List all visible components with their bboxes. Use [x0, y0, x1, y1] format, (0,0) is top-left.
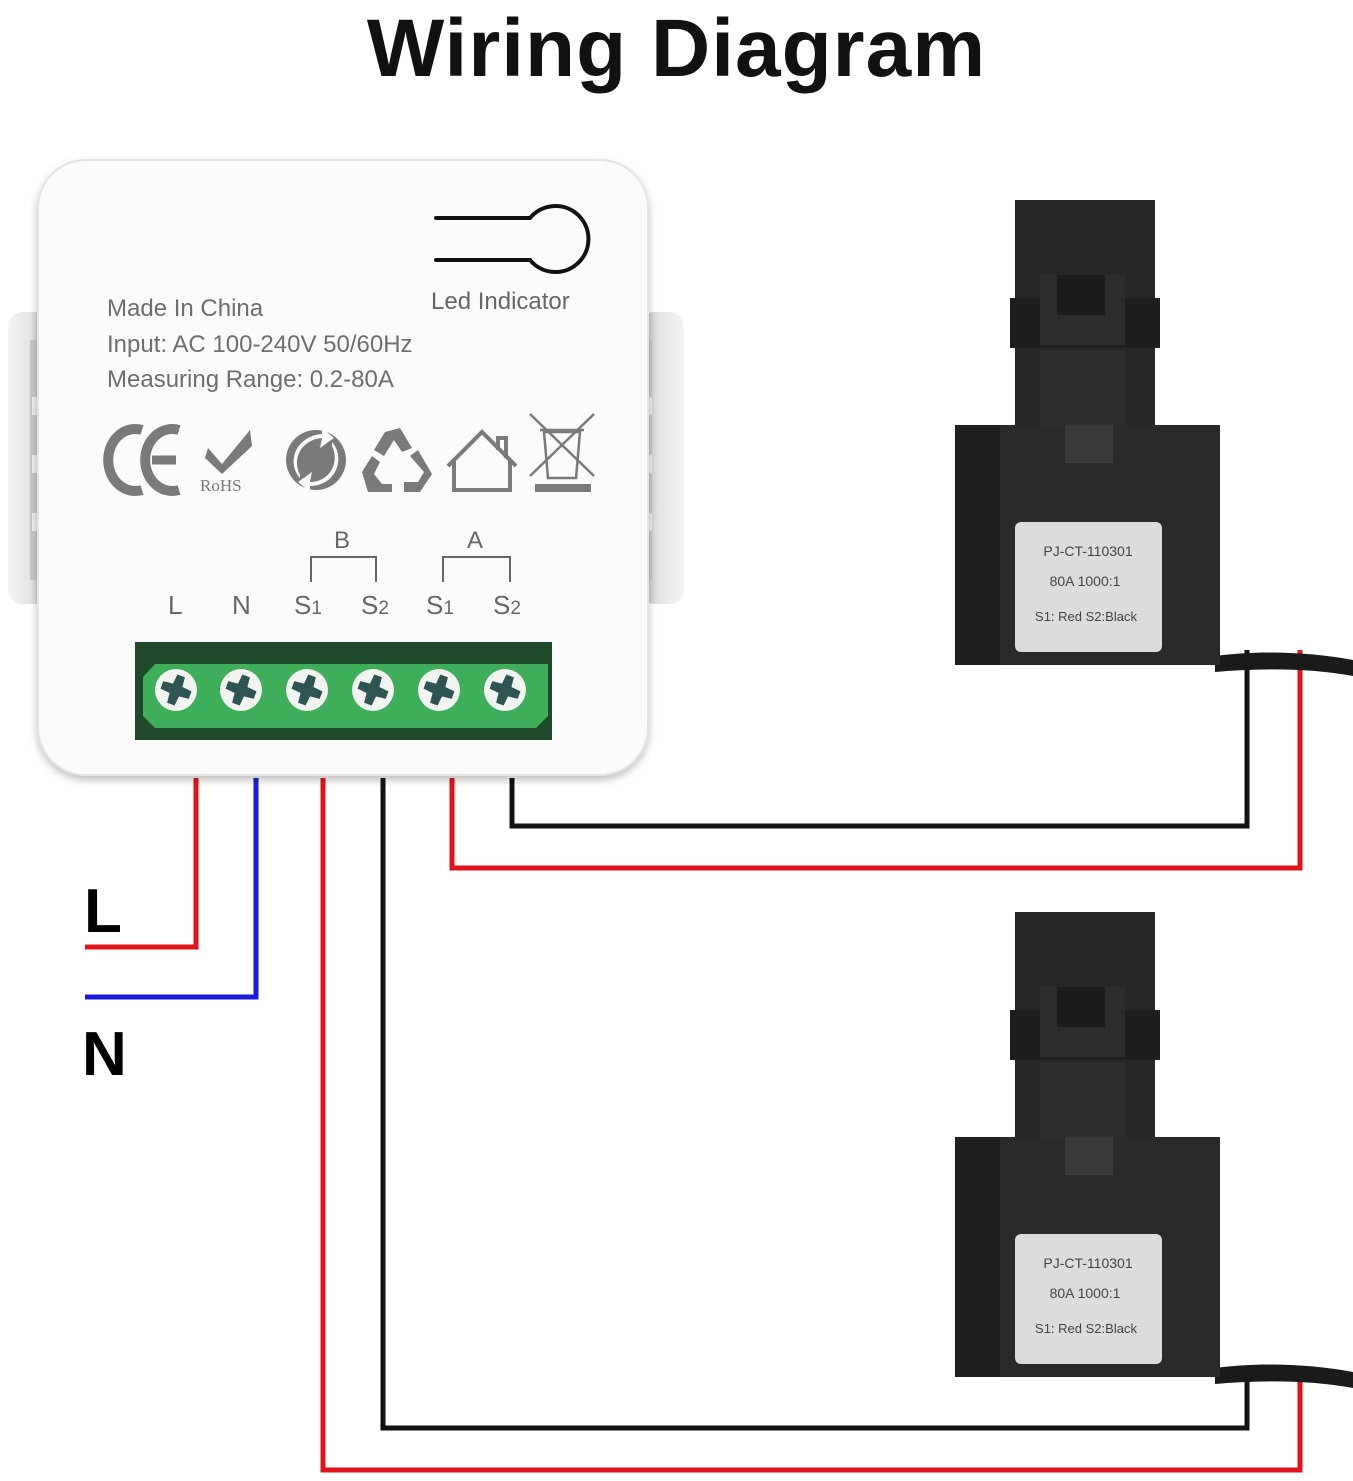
wire-ct-b-s2: [380, 778, 1250, 1431]
wire-ct-a-s2: [509, 650, 1250, 829]
green-dot-icon: [286, 428, 346, 492]
terminal-label-n: N: [232, 590, 251, 620]
recycle-icon: [362, 428, 432, 492]
ct-lead-colors: S1: Red S2:Black: [1035, 1321, 1137, 1336]
ce-mark-icon: [103, 424, 181, 496]
svg-text:RoHS: RoHS: [200, 476, 242, 495]
svg-text:B: B: [334, 527, 350, 554]
ct-group-a-bracket: A: [442, 527, 511, 582]
terminal-label-b-s2: S2: [361, 590, 389, 620]
led-indicator-icon: [434, 204, 591, 274]
spec-origin: Made In China: [107, 295, 264, 322]
indoor-use-house-icon: [446, 429, 518, 492]
terminal-block: [135, 642, 552, 740]
supply-line-label: L: [84, 877, 122, 946]
ct-group-b-bracket: B: [310, 527, 377, 582]
svg-text:A: A: [467, 527, 483, 554]
wire-ct-b-s1: [320, 778, 1303, 1473]
ct-cable: [1215, 1364, 1353, 1388]
certification-icons: RoHS: [103, 413, 595, 496]
led-indicator-label: Led Indicator: [431, 288, 570, 315]
terminal-labels: L N S1 S2 S1 S2: [168, 590, 521, 620]
ct-model: PJ-CT-110301: [1043, 1255, 1132, 1271]
spec-input: Input: AC 100-240V 50/60Hz: [107, 331, 413, 358]
weee-bin-icon: [529, 413, 595, 492]
rohs-icon: RoHS: [200, 430, 252, 495]
supply-neutral-label: N: [82, 1020, 127, 1089]
power-meter-module: Led Indicator Made In China Input: AC 10…: [8, 159, 684, 776]
ct-lead-colors: S1: Red S2:Black: [1035, 609, 1137, 624]
wires: [85, 650, 1303, 1473]
ct-rating: 80A 1000:1: [1050, 573, 1121, 589]
terminal-screw[interactable]: [418, 669, 460, 711]
spec-range: Measuring Range: 0.2-80A: [107, 366, 394, 393]
terminal-label-a-s2: S2: [493, 590, 521, 620]
terminal-screw[interactable]: [484, 669, 526, 711]
wire-ct-a-s1: [449, 650, 1303, 871]
terminal-label-a-s1: S1: [426, 590, 454, 620]
ct-rating: 80A 1000:1: [1050, 1285, 1121, 1301]
current-transformer-a: PJ-CT-110301 80A 1000:1 S1: Red S2:Black: [955, 200, 1353, 676]
terminal-screw[interactable]: [220, 669, 262, 711]
terminal-screw[interactable]: [155, 669, 197, 711]
terminal-label-l: L: [168, 590, 182, 620]
current-transformer-b: PJ-CT-110301 80A 1000:1 S1: Red S2:Black: [955, 912, 1353, 1388]
terminal-label-b-s1: S1: [294, 590, 322, 620]
ct-cable: [1215, 652, 1353, 676]
diagram-title: Wiring Diagram: [366, 3, 987, 94]
terminal-screw[interactable]: [352, 669, 394, 711]
ct-model: PJ-CT-110301: [1043, 543, 1132, 559]
wire-supply-neutral: [85, 778, 259, 1000]
terminal-screw[interactable]: [286, 669, 328, 711]
wire-supply-line: [85, 778, 199, 950]
